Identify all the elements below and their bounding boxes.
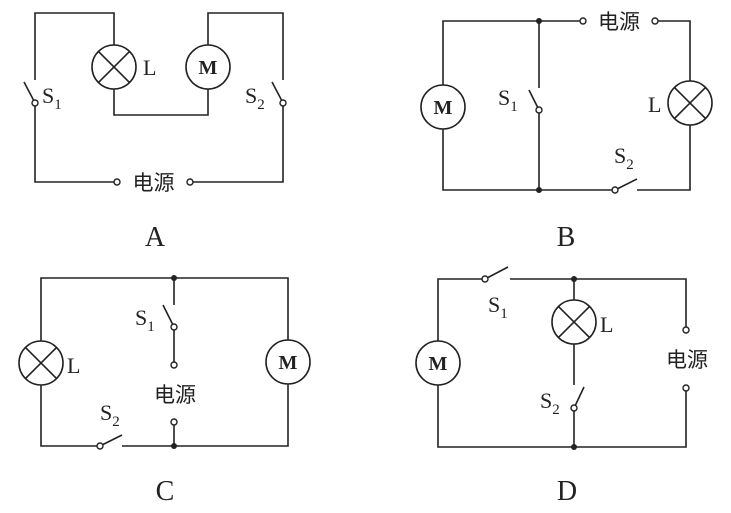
lamp-icon: [667, 80, 713, 126]
lamp-label: L: [648, 92, 661, 117]
circuit-b: 电源 M L S1 S2 B: [420, 10, 713, 253]
power-source-label: 电源: [598, 10, 640, 34]
lamp-icon: [551, 299, 597, 345]
s1-label: S1: [488, 292, 508, 322]
s1-label: S1: [498, 85, 518, 115]
motor-icon: M: [265, 339, 311, 385]
svg-text:M: M: [279, 352, 298, 374]
option-label: D: [557, 476, 577, 507]
option-label: C: [156, 476, 175, 507]
s1-label: S1: [135, 305, 155, 335]
s2-label: S2: [614, 143, 634, 173]
switch-s1: [23, 81, 39, 107]
option-label: B: [557, 222, 576, 253]
switch-s1: [162, 304, 178, 331]
power-source-label: 电源: [666, 348, 708, 372]
s2-label: S2: [100, 400, 120, 430]
switch-s1: [481, 266, 509, 283]
motor-icon: M: [420, 84, 466, 130]
svg-text:M: M: [199, 57, 218, 79]
motor-icon: M: [415, 340, 461, 386]
switch-s2: [611, 178, 638, 194]
circuit-a: M L S1 S2 电源 A: [23, 12, 287, 253]
lamp-label: L: [67, 353, 80, 378]
s2-label: S2: [540, 388, 560, 418]
power-source-label: 电源: [154, 383, 196, 407]
circuit-d: S1 M L S2 电源 D: [415, 266, 708, 507]
switch-s2: [271, 81, 287, 107]
lamp-label: L: [600, 312, 613, 337]
option-label: A: [145, 222, 166, 253]
motor-icon: M: [185, 44, 231, 90]
lamp-icon: [18, 340, 64, 386]
power-source-label: 电源: [133, 171, 175, 195]
s2-label: S2: [245, 83, 265, 113]
svg-text:M: M: [429, 353, 448, 375]
circuit-c: L M S1 电源 S2 C: [18, 275, 311, 507]
switch-s2: [96, 434, 123, 450]
switch-s1: [528, 89, 543, 114]
switch-s2: [570, 386, 585, 412]
lamp-icon: [91, 44, 137, 90]
s1-label: S1: [42, 83, 62, 113]
lamp-label: L: [143, 55, 156, 80]
svg-text:M: M: [434, 97, 453, 119]
